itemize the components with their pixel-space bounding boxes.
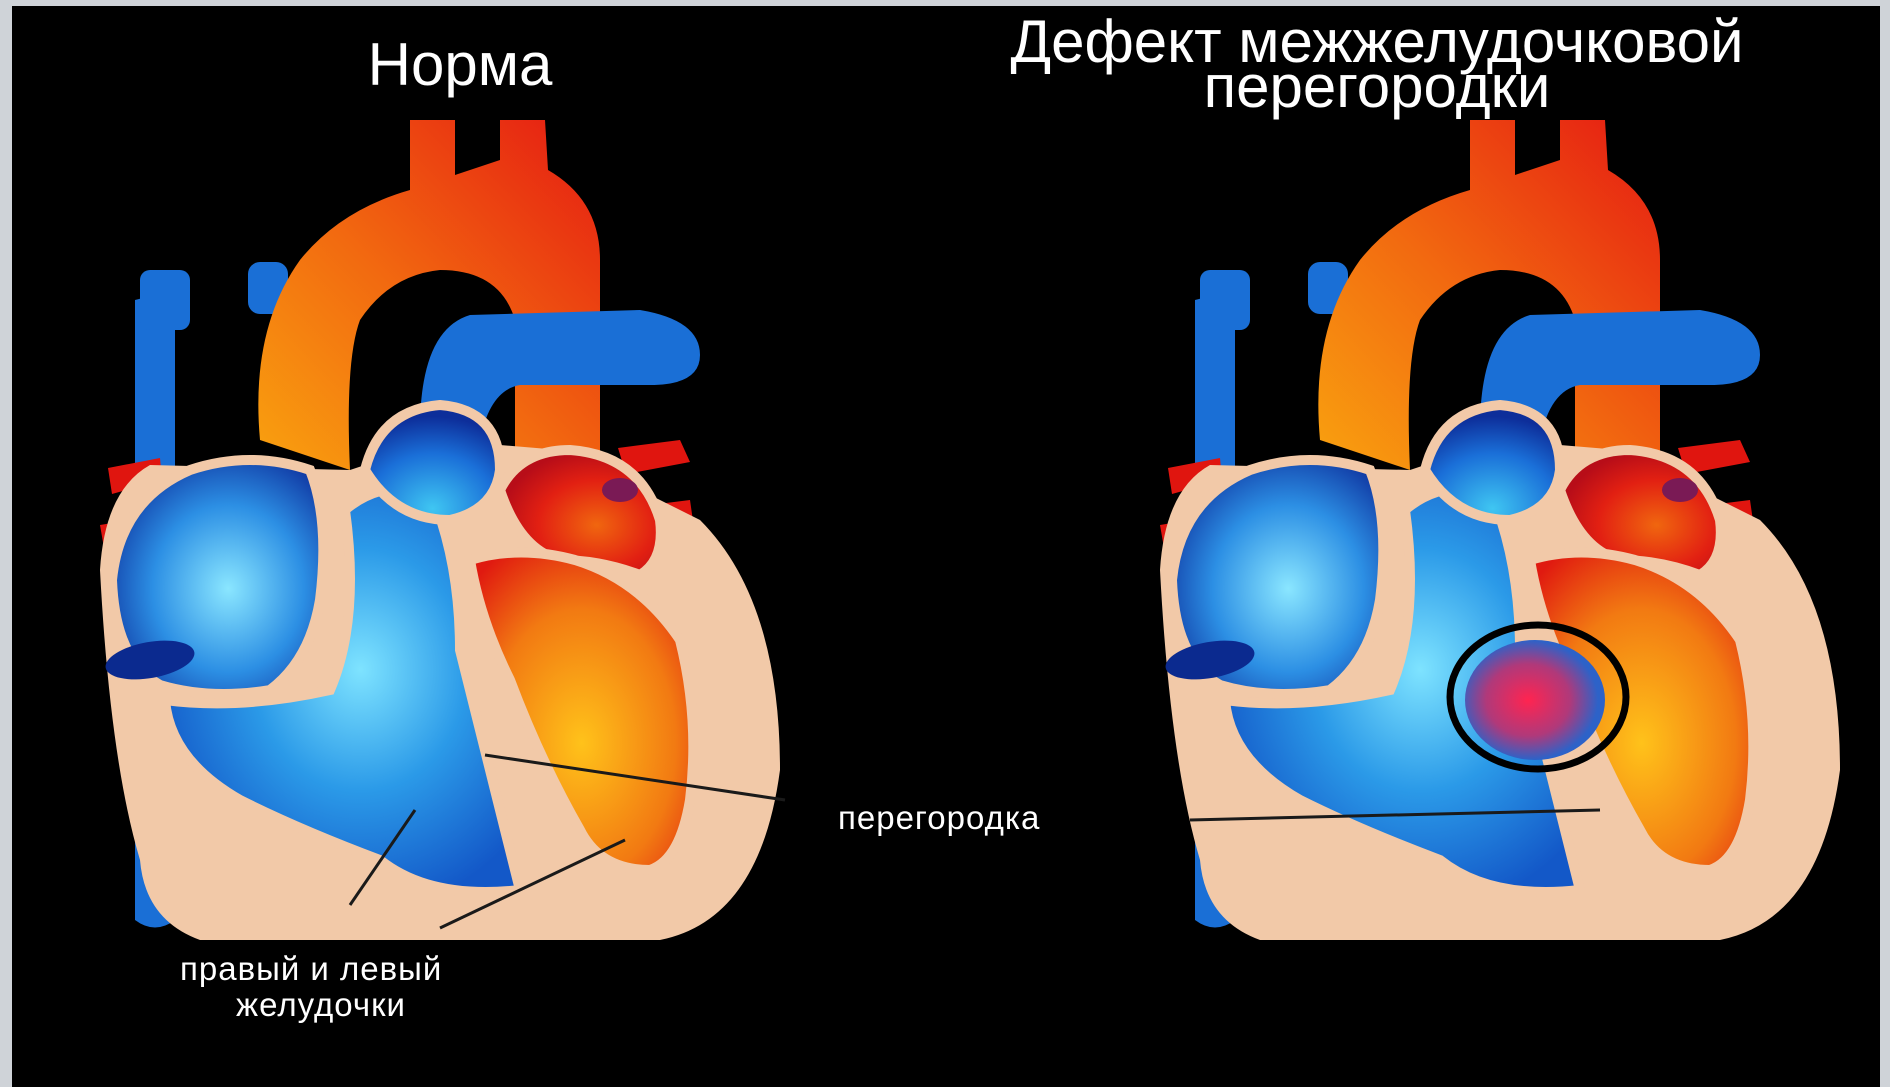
title-normal: Норма — [368, 31, 553, 98]
label-septum: перегородка — [838, 799, 1040, 836]
title-defect-line2: перегородки — [1204, 53, 1551, 120]
septal-defect-blob — [1465, 640, 1605, 760]
label-ventricles-line2: желудочки — [236, 986, 406, 1023]
label-ventricles-line1: правый и левый — [180, 950, 442, 987]
